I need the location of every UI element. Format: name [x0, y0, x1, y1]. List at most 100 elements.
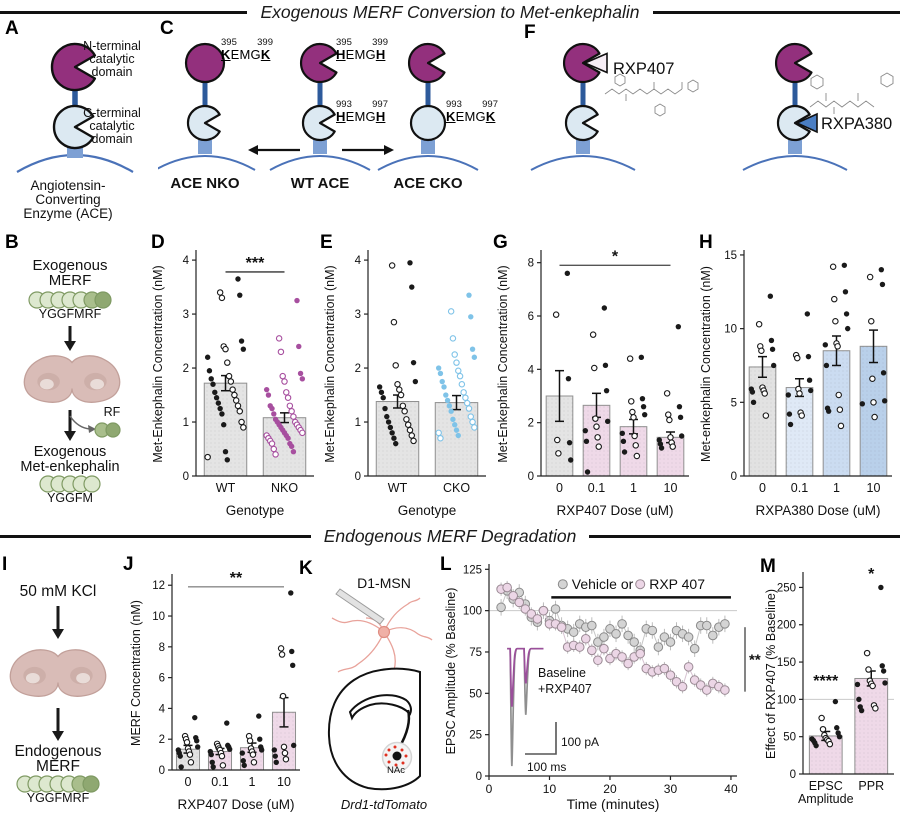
svg-text:10: 10 — [277, 775, 291, 789]
svg-text:50: 50 — [469, 688, 482, 700]
n-domain-label: catalytic — [89, 52, 134, 66]
metenk-label: Exogenous — [34, 444, 107, 460]
c-domain-pacman — [52, 104, 95, 150]
svg-text:8: 8 — [528, 258, 534, 270]
enzyme-wt-ace — [269, 42, 371, 171]
divider-line — [0, 535, 311, 538]
c-domain-label: C-terminal — [83, 106, 141, 120]
enzyme-with-rxp407 — [530, 42, 636, 171]
svg-text:1: 1 — [355, 417, 361, 429]
bars — [375, 394, 479, 477]
down-arrow-icon — [64, 410, 76, 441]
svg-text:Met-Enkephalin Concentration (: Met-Enkephalin Concentration (nM) — [496, 265, 510, 462]
svg-text:Met-Enkephalin Concentration (: Met-Enkephalin Concentration (nM) — [151, 265, 165, 462]
rxpa380-label: RXPA380 — [821, 115, 892, 133]
divider-line — [652, 11, 900, 14]
panel-label-j: J — [123, 554, 134, 575]
svg-text:0.1: 0.1 — [588, 481, 605, 495]
rxp407-label: RXP407 — [613, 60, 674, 78]
data-points — [809, 584, 888, 749]
panel-label-e: E — [320, 232, 333, 253]
section-title-top: Exogenous MERF Conversion to Met-enkepha… — [260, 2, 640, 22]
svg-text:75: 75 — [469, 647, 482, 659]
brain-slice-outline — [327, 667, 421, 791]
panel-label-b: B — [5, 232, 19, 253]
endo-merf-label: MERF — [36, 758, 80, 775]
svg-text:10: 10 — [664, 481, 678, 495]
down-arrow-icon — [52, 708, 64, 741]
genotype-name-nko: ACE NKO — [170, 175, 240, 192]
svg-text:Genotype: Genotype — [226, 503, 285, 518]
bars — [545, 369, 685, 477]
panel-label-g: G — [493, 232, 508, 253]
merf-peptide-chain — [28, 291, 112, 309]
panel-label-k: K — [299, 558, 313, 579]
panel-k-recording-schematic: D1-MSN NAc Drd1-tdTomato — [327, 575, 433, 812]
svg-text:0.1: 0.1 — [791, 481, 808, 495]
panel-label-a: A — [5, 18, 19, 39]
svg-text:RXPA380 Dose (uM): RXPA380 Dose (uM) — [755, 503, 880, 518]
ace-caption: Converting — [35, 192, 100, 207]
genotype-name-cko: ACE CKO — [393, 175, 463, 192]
svg-text:*: * — [868, 566, 875, 583]
enzyme-ace-cko — [377, 42, 479, 171]
svg-text:0: 0 — [159, 765, 165, 777]
panel-label-i: I — [2, 554, 8, 575]
rxp407-structure — [604, 73, 699, 117]
svg-text:0: 0 — [790, 769, 796, 781]
n-domain-label: N-terminal — [83, 39, 141, 53]
svg-text:8: 8 — [159, 642, 165, 654]
svg-text:*: * — [612, 248, 619, 265]
panel-a-ace-diagram: N-terminal catalytic domain C-terminal c… — [16, 39, 141, 221]
brain-coronal-icon — [23, 355, 121, 403]
enzyme-ace-nko — [158, 42, 256, 171]
metenk-peptide-chain — [39, 475, 101, 493]
panel-c-genotypes: ACE NKO WT ACE ACE CKO — [158, 42, 479, 192]
recording-site-dot — [392, 751, 402, 761]
svg-text:PPR: PPR — [858, 779, 884, 793]
svg-text:RXP407 Dose (uM): RXP407 Dose (uM) — [556, 503, 673, 518]
svg-text:100 pA: 100 pA — [561, 735, 599, 749]
svg-text:Met-enkephalin Concentration (: Met-enkephalin Concentration (nM) — [699, 266, 713, 462]
patch-pipette-icon — [335, 588, 385, 625]
rf-label: RF — [104, 405, 121, 419]
enzyme-with-rxpa380 — [742, 42, 848, 171]
svg-text:+RXP407: +RXP407 — [538, 682, 592, 696]
svg-text:4: 4 — [183, 255, 190, 267]
genotype-name-wt: WT ACE — [291, 175, 350, 192]
data-points — [748, 262, 888, 430]
svg-text:2: 2 — [159, 734, 165, 746]
neuron-soma — [377, 625, 391, 639]
svg-text:3: 3 — [355, 309, 361, 321]
data-points — [552, 270, 685, 475]
svg-text:5: 5 — [731, 397, 737, 409]
n-domain-pacman — [407, 42, 446, 84]
down-arrow-icon — [52, 606, 64, 639]
svg-text:Genotype: Genotype — [398, 503, 457, 518]
panel-f-inhibitors: RXP407 RXPA380 — [530, 42, 894, 171]
svg-text:10: 10 — [867, 481, 881, 495]
metenk-sequence: YGGFM — [47, 491, 93, 505]
rxp407-wedge-icon — [582, 52, 608, 74]
ace-enzyme — [16, 42, 134, 173]
down-arrow-icon — [64, 326, 76, 351]
svg-text:0: 0 — [476, 771, 482, 783]
svg-text:0: 0 — [759, 481, 766, 495]
svg-text:Amplitude: Amplitude — [798, 792, 854, 806]
svg-text:1: 1 — [833, 481, 840, 495]
nac-label: NAc — [387, 765, 405, 776]
c-domain-dead — [409, 104, 447, 142]
svg-text:30: 30 — [664, 782, 678, 796]
right-arrow-icon — [342, 145, 394, 155]
svg-text:MERF Concentration (nM): MERF Concentration (nM) — [129, 600, 143, 746]
n-domain-label: domain — [92, 65, 133, 79]
d1-msn-label: D1-MSN — [357, 575, 411, 591]
